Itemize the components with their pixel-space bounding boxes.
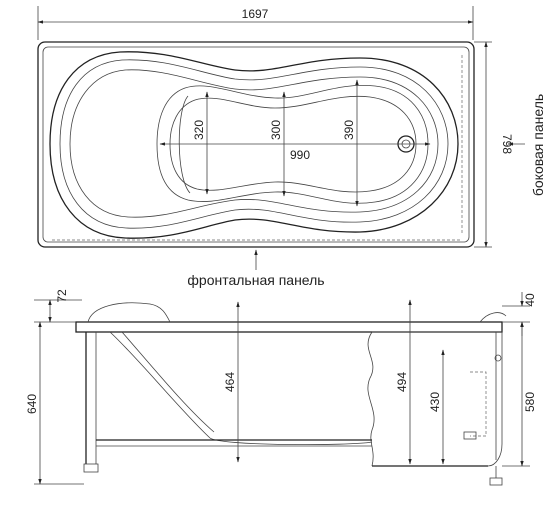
right-foot [489, 477, 503, 486]
rim-height-label: 72 [55, 289, 69, 303]
top-view: 1697 320 300 390 990 798 [37, 6, 546, 288]
drain-fitting [463, 431, 477, 440]
bowl-middle-outline [59, 59, 449, 229]
depth-right-label: 494 [395, 372, 409, 392]
width-300-label: 300 [269, 120, 283, 140]
front-panel-label: фронтальная панель [187, 272, 324, 288]
length-label: 1697 [242, 7, 269, 21]
headrest-curve [178, 95, 191, 194]
total-height-label: 640 [25, 394, 39, 414]
width-320-label: 320 [192, 120, 206, 140]
cutaway-edge [367, 331, 375, 467]
headrest-profile [87, 302, 171, 323]
bowl-inner-outline [69, 69, 439, 218]
depth-left-label: 464 [223, 372, 237, 392]
side-panel-label: боковая панель [530, 94, 546, 196]
width-label: 798 [500, 134, 514, 154]
tub-outer-rim [37, 41, 475, 248]
panel-height-label: 580 [523, 392, 537, 412]
bowl-outer-outline [49, 51, 459, 239]
drain-height-label: 430 [428, 392, 442, 412]
center-length-label: 990 [290, 148, 310, 162]
side-panel-profile [372, 331, 503, 467]
basin-floor [169, 95, 417, 193]
width-390-label: 390 [342, 120, 356, 140]
tub-rim-profile [75, 321, 503, 333]
tub-body-outline [109, 331, 373, 446]
right-rim-curve [479, 312, 507, 323]
left-foot [83, 463, 99, 473]
overflow-fitting [494, 354, 502, 362]
drain-pipe [470, 371, 487, 437]
tub-body-inner [121, 331, 215, 433]
side-view: 72 640 464 494 430 40 580 [25, 289, 537, 486]
tub-inner-rim [42, 46, 470, 243]
right-rim-label: 40 [523, 293, 537, 307]
basin-outline [156, 85, 429, 204]
